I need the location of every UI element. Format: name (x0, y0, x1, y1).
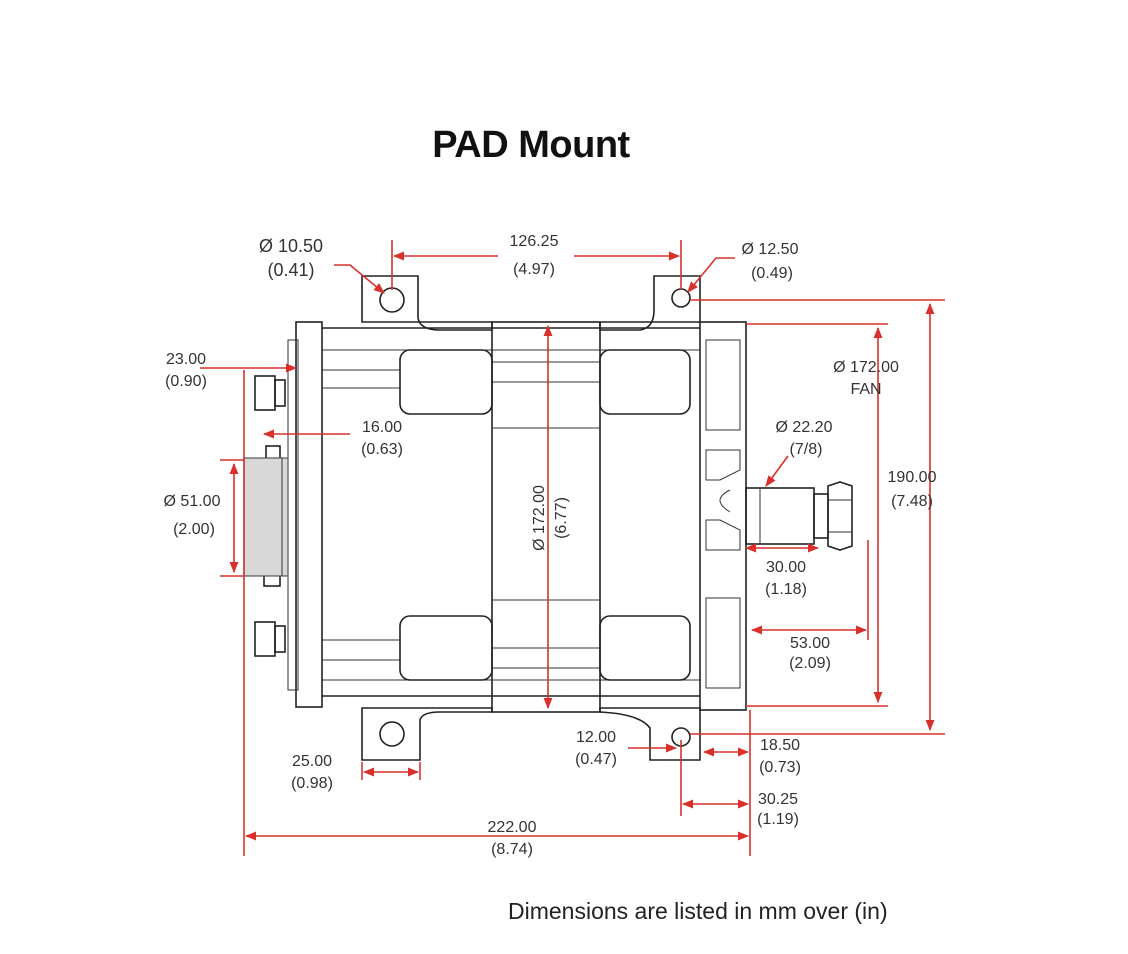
fan-to-end-in: (2.09) (789, 655, 831, 672)
foot-to-face-in: (0.73) (759, 759, 801, 776)
body-diameter-mm: Ø 172.00 (531, 485, 548, 551)
shaft-diameter-in: (7/8) (790, 441, 823, 458)
hole-right-mm: Ø 12.50 (742, 241, 799, 258)
foot-slot-mm: 12.00 (576, 729, 616, 746)
fan-label: FAN (850, 381, 881, 398)
body-diameter-in: (6.77) (553, 497, 570, 539)
terminal-offset-in: (0.90) (165, 373, 207, 390)
dimension-lines (200, 240, 945, 856)
foot-width-mm: 25.00 (292, 753, 332, 770)
boss-diameter-in: (2.00) (173, 521, 215, 538)
overall-height-in: (7.48) (891, 493, 933, 510)
shaft-diameter-mm: Ø 22.20 (776, 419, 833, 436)
fan-diameter-mm: Ø 172.00 (833, 359, 899, 376)
hole-to-face-in: (1.19) (757, 811, 799, 828)
dimension-labels: Ø 10.50 (0.41) 126.25 (4.97) Ø 12.50 (0.… (164, 233, 937, 858)
foot-to-face-mm: 18.50 (760, 737, 800, 754)
overall-height-mm: 190.00 (888, 469, 937, 486)
hole-span-mm: 126.25 (510, 233, 559, 250)
terminal-stud-in: (0.63) (361, 441, 403, 458)
overall-length-mm: 222.00 (488, 819, 537, 836)
terminal-stud-mm: 16.00 (362, 419, 402, 436)
hole-right-in: (0.49) (751, 265, 793, 282)
terminal-offset-mm: 23.00 (166, 351, 206, 368)
overall-length-in: (8.74) (491, 841, 533, 858)
fan-to-end-mm: 53.00 (790, 635, 830, 652)
boss-diameter-mm: Ø 51.00 (164, 493, 221, 510)
hole-left-mm: Ø 10.50 (259, 236, 323, 256)
shaft-length-in: (1.18) (765, 581, 807, 598)
units-note: Dimensions are listed in mm over (in) (508, 898, 888, 924)
foot-slot-in: (0.47) (575, 751, 617, 768)
shaft-length-mm: 30.00 (766, 559, 806, 576)
hole-left-in: (0.41) (267, 260, 314, 280)
foot-width-in: (0.98) (291, 775, 333, 792)
hole-to-face-mm: 30.25 (758, 791, 798, 808)
hole-span-in: (4.97) (513, 261, 555, 278)
diagram-title: PAD Mount (432, 124, 630, 166)
